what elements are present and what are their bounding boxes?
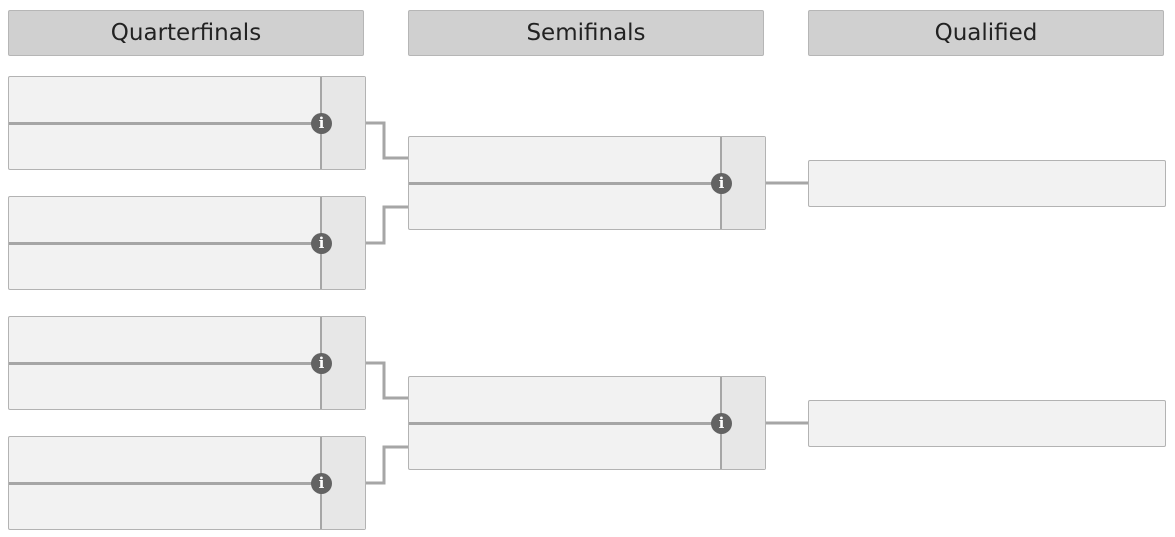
round-header-semifinals: Semifinals — [408, 10, 764, 56]
match-info-icon[interactable]: i — [311, 353, 332, 374]
quarterfinal-match-4: i — [8, 436, 366, 530]
team-slot-bottom[interactable] — [9, 364, 322, 410]
match-divider — [409, 422, 765, 425]
quarterfinal-match-2: i — [8, 196, 366, 290]
qualified-slot-2[interactable] — [808, 400, 1166, 447]
team-slot-bottom[interactable] — [9, 124, 322, 170]
quarterfinal-match-3: i — [8, 316, 366, 410]
match-info-icon[interactable]: i — [711, 173, 732, 194]
semifinal-match-2: i — [408, 376, 766, 470]
round-header-quarterfinals: Quarterfinals — [8, 10, 364, 56]
round-header-qualified: Qualified — [808, 10, 1164, 56]
match-divider — [9, 122, 365, 125]
match-info-icon[interactable]: i — [711, 413, 732, 434]
team-slot-bottom[interactable] — [9, 244, 322, 290]
team-slot-bottom[interactable] — [9, 484, 322, 530]
team-slot-top[interactable] — [409, 137, 722, 183]
team-slot-top[interactable] — [9, 437, 322, 483]
match-divider — [9, 242, 365, 245]
team-slot-top[interactable] — [9, 77, 322, 123]
match-info-icon[interactable]: i — [311, 233, 332, 254]
team-slot-top[interactable] — [9, 317, 322, 363]
match-divider — [9, 482, 365, 485]
qualified-slot-1[interactable] — [808, 160, 1166, 207]
quarterfinal-match-1: i — [8, 76, 366, 170]
team-slot-top[interactable] — [9, 197, 322, 243]
semifinal-match-1: i — [408, 136, 766, 230]
match-divider — [9, 362, 365, 365]
match-divider — [409, 182, 765, 185]
team-slot-bottom[interactable] — [409, 184, 722, 230]
match-info-icon[interactable]: i — [311, 473, 332, 494]
team-slot-bottom[interactable] — [409, 424, 722, 470]
team-slot-top[interactable] — [409, 377, 722, 423]
match-info-icon[interactable]: i — [311, 113, 332, 134]
